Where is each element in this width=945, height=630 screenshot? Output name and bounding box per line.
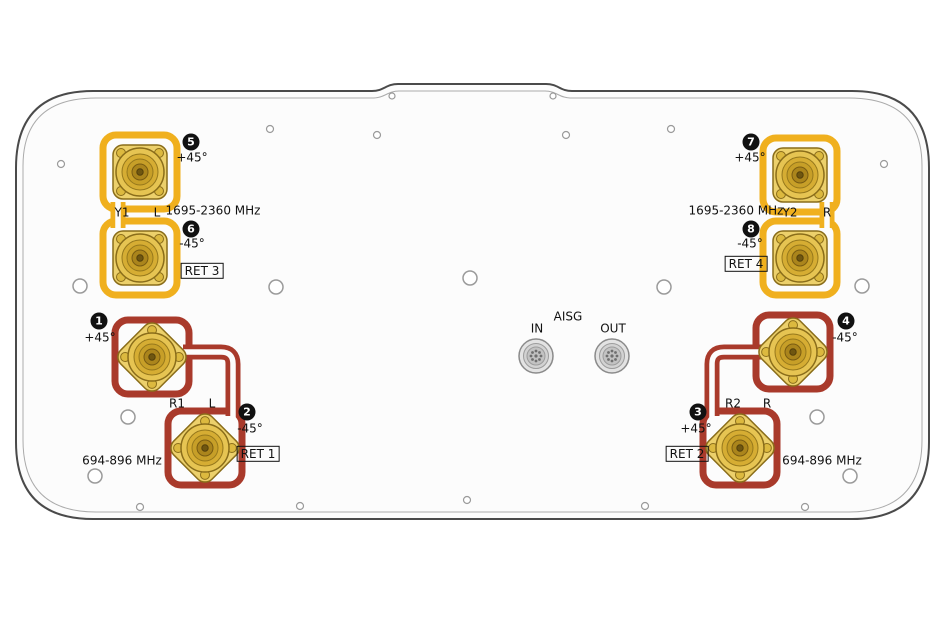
rivet-hole [640,501,650,511]
frequency-label-high-left: 1695-2360 MHz [165,203,261,218]
connector-8-highlight [759,217,841,299]
jumper-trace-low-right-inner [709,349,769,422]
port-r1-label: R1 [169,396,185,411]
rivet-hole [800,502,810,512]
connector-2-badge: 2 [238,403,256,421]
mounting-hole [656,279,672,295]
rivet-hole [462,495,472,505]
connector-8-port [772,230,828,286]
ret-4-label: RET 4 [724,255,768,273]
frequency-label-low-left: 694-896 MHz [82,453,162,468]
connector-5-polarization: +45° [176,150,208,165]
side-label-low-left: L [208,396,216,411]
connector-3-highlight [699,407,781,489]
panel-inner-outline [22,90,923,513]
connector-7-badge: 7 [742,133,760,151]
connector-5-highlight [99,131,181,213]
port-r2-label: R2 [725,396,741,411]
ret-2-label: RET 2 [665,445,709,463]
connector-8-badge: 8 [742,220,760,238]
port-y2-label: Y2 [782,205,798,220]
mounting-hole [842,468,858,484]
connector-5-badge: 5 [182,133,200,151]
mounting-hole [854,278,870,294]
rivet-hole [372,130,382,140]
rivet-hole [549,92,557,100]
mounting-hole [268,279,284,295]
connector-7-polarization: +45° [734,150,766,165]
aisg-title: AISG [553,309,583,324]
connector-6-polarization: -45° [179,236,205,251]
mounting-hole [87,468,103,484]
connector-1-badge: 1 [90,312,108,330]
connector-2-polarization: -45° [237,421,263,436]
aisg-in-label: IN [530,321,544,336]
ret-3-label: RET 3 [180,262,224,280]
connector-1-polarization: +45° [84,330,116,345]
jumper-traces [110,196,835,422]
rivet-hole [879,159,889,169]
rivet-hole [561,130,571,140]
rivet-hole [135,502,145,512]
rivet-hole [56,159,66,169]
frequency-label-high-right: 1695-2360 MHz [688,203,784,218]
mounting-hole [462,270,478,286]
connector-7-port [772,147,828,203]
jumper-trace-low-left-inner [176,349,236,422]
port-y1-label: Y1 [114,205,130,220]
connector-3-polarization: +45° [680,421,712,436]
connector-5-port [112,144,168,200]
connector-8-polarization: -45° [737,236,763,251]
connector-2-highlight [164,407,246,489]
mounting-hole [120,409,136,425]
rivet-hole [388,92,396,100]
aisg-out-label: OUT [600,321,626,336]
rivet-hole [265,124,275,134]
side-label-high-left: L [153,205,161,220]
rivet-hole [295,501,305,511]
connector-6-port [112,230,168,286]
side-label-low-right: R [762,396,772,411]
connector-6-highlight [99,217,181,299]
ret-1-label: RET 1 [236,445,280,463]
connector-7-highlight [759,134,841,216]
mounting-hole [72,278,88,294]
aisg-in-port [518,338,554,374]
mounting-holes [56,92,889,512]
connector-4-polarization: -45° [832,330,858,345]
mounting-hole [809,409,825,425]
frequency-label-low-right: 694-896 MHz [782,453,862,468]
connector-6-badge: 6 [182,220,200,238]
side-label-high-right: R [822,205,832,220]
aisg-out-port [594,338,630,374]
rivet-hole [666,124,676,134]
connector-3-badge: 3 [689,403,707,421]
connector-4-badge: 4 [837,312,855,330]
